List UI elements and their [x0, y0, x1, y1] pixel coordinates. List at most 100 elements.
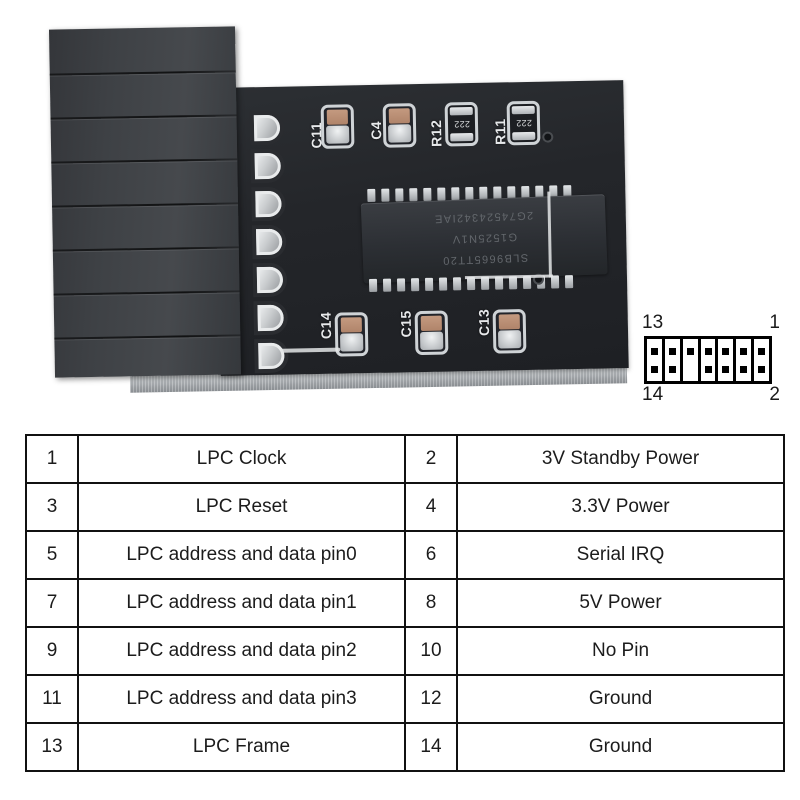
silk-trace: [280, 347, 341, 353]
header-pin-10-missing: [687, 366, 694, 373]
header-pin-2: [758, 365, 766, 373]
resistor-code: 222: [453, 119, 470, 130]
cap-body: [340, 317, 362, 333]
pinout-table-body: 1 LPC Clock 2 3V Standby Power 3 LPC Res…: [25, 434, 785, 772]
header-body: [644, 336, 772, 384]
cap-body: [388, 108, 410, 124]
pin-number-b: 4: [404, 482, 458, 532]
header-label-13: 13: [642, 312, 664, 333]
pin-number-a: 1: [25, 434, 79, 484]
table-row: 1 LPC Clock 2 3V Standby Power: [25, 434, 785, 484]
chip-pin: [424, 277, 434, 291]
header-column-1-2: [754, 339, 769, 381]
pin-number-b: 2: [404, 434, 458, 484]
header-pin-13: [650, 347, 658, 355]
chip-marking-line3: 2G74524342IAE: [433, 208, 534, 225]
silkscreen-label-c13: C13: [475, 308, 493, 337]
connector-ridge: [51, 158, 238, 164]
table-row: 9 LPC address and data pin2 10 No Pin: [25, 626, 785, 676]
silkscreen-label-c15: C15: [397, 310, 415, 338]
pin-number-a: 3: [25, 482, 79, 532]
capacitor-c15: [417, 313, 446, 353]
header-label-1: 1: [769, 312, 780, 333]
header-pin-12: [668, 365, 676, 373]
capacitor-c13: [495, 312, 524, 351]
solder-joint: [450, 132, 474, 142]
header-pin-8: [704, 365, 712, 373]
pin-number-a: 11: [25, 674, 79, 724]
castellated-pad: [255, 228, 283, 256]
table-row: 7 LPC address and data pin1 8 5V Power: [25, 578, 785, 628]
pin-number-a: 13: [25, 722, 79, 772]
pin-desc-a: LPC address and data pin3: [77, 674, 406, 724]
chip-pin: [382, 278, 392, 292]
header-label-14: 14: [642, 384, 664, 405]
pin-desc-b: 5V Power: [456, 578, 785, 628]
via-hole: [544, 133, 552, 141]
chip-pin: [395, 188, 404, 202]
silkscreen-label-r11: R11: [491, 118, 509, 146]
connector-ridge: [54, 334, 241, 340]
table-row: 11 LPC address and data pin3 12 Ground: [25, 674, 785, 724]
castellated-pad: [255, 190, 282, 218]
table-row: 5 LPC address and data pin0 6 Serial IRQ: [25, 530, 785, 580]
header-column-7-8: [701, 339, 719, 381]
cap-body: [420, 315, 442, 332]
pin-number-a: 7: [25, 578, 79, 628]
header-column-9-10: [683, 339, 701, 381]
castellated-pad: [257, 304, 284, 332]
silkscreen-label-c14: C14: [317, 311, 335, 340]
pin-number-b: 12: [404, 674, 458, 724]
pin-desc-b: Serial IRQ: [456, 530, 785, 580]
castellated-pad: [254, 152, 282, 180]
header-column-5-6: [718, 339, 737, 381]
solder-joint: [449, 107, 473, 116]
header-pin-4: [740, 365, 748, 373]
pin-number-a: 9: [25, 626, 79, 676]
header-pin-5: [722, 347, 730, 355]
solder-joint: [512, 131, 536, 141]
table-row: 13 LPC Frame 14 Ground: [25, 722, 785, 772]
header-pin-9: [686, 347, 694, 355]
pin-desc-b: 3.3V Power: [456, 482, 785, 532]
header-pin-3: [740, 347, 748, 355]
pin-header-diagram: 13 1: [636, 312, 786, 412]
chip-pin: [451, 187, 460, 201]
chip-pin: [564, 275, 574, 289]
product-photo: C11 C4 R12 222 R11 222: [0, 0, 800, 430]
castellated-pad: [253, 114, 281, 142]
pin-number-b: 8: [404, 578, 458, 628]
pin-number-b: 14: [404, 722, 458, 772]
resistor-code: 222: [515, 117, 532, 129]
header-pin-1: [758, 347, 766, 355]
silkscreen-label-r12: R12: [427, 119, 445, 148]
silkscreen-label-c4: C4: [367, 120, 385, 140]
solder-joint: [340, 333, 364, 352]
header-pin-6: [722, 365, 730, 373]
tpm-pcb: C11 C4 R12 222 R11 222: [215, 80, 629, 376]
tpm-security-chip: 2G74524342IAE G1525N1V SLB9665TT20: [360, 194, 608, 284]
header-column-3-4: [736, 339, 755, 381]
castellated-pad: [258, 342, 285, 370]
connector-ridge: [50, 114, 237, 120]
chip-marking-line2: G1525N1V: [451, 230, 518, 246]
silkscreen-label-c11: C11: [307, 121, 325, 149]
pin-header-connector: [48, 26, 242, 378]
pin-desc-a: LPC Clock: [77, 434, 406, 484]
header-pin-7: [704, 347, 712, 355]
solder-joint: [388, 124, 412, 143]
capacitor-c14: [337, 315, 366, 354]
connector-ridge: [52, 246, 239, 252]
pin-number-a: 5: [25, 530, 79, 580]
pin-desc-b: Ground: [456, 674, 785, 724]
chip-pin: [437, 187, 446, 201]
capacitor-c11: [323, 107, 352, 146]
pin-desc-a: LPC address and data pin1: [77, 578, 406, 628]
table-row: 3 LPC Reset 4 3.3V Power: [25, 482, 785, 532]
chip-pin: [452, 277, 462, 291]
chip-pin: [396, 278, 406, 292]
pin-desc-a: LPC Frame: [77, 722, 406, 772]
solder-joint: [419, 331, 444, 351]
connector-ridge: [53, 290, 240, 296]
header-label-2: 2: [769, 384, 780, 405]
